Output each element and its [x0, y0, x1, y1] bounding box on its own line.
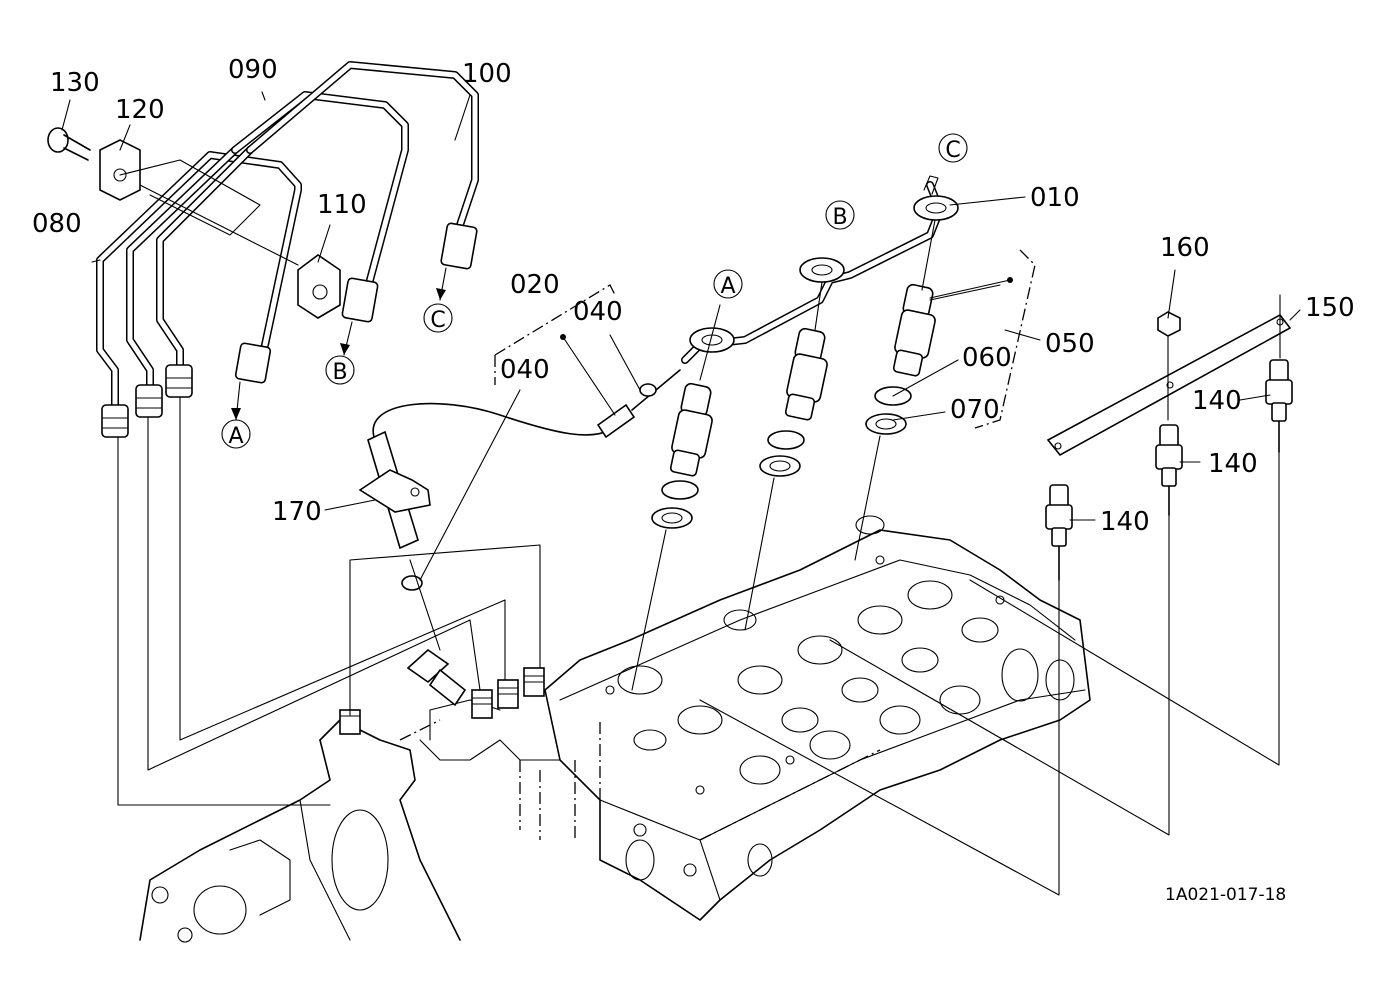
label-140-right: 140 — [1192, 386, 1242, 416]
leader-020 — [562, 336, 616, 416]
injection-pipe-080 — [96, 146, 302, 414]
nozzle-holder-b — [759, 327, 828, 477]
marker-a-top: A — [713, 269, 743, 299]
pipe-marker-arrows — [231, 267, 447, 421]
leader-hose-pump — [409, 559, 441, 651]
label-040-upper: 040 — [573, 297, 623, 327]
label-070: 070 — [950, 395, 1000, 425]
label-110: 110 — [317, 190, 367, 220]
return-hose — [372, 369, 681, 591]
clamp-bracket-outline — [119, 159, 261, 236]
label-010: 010 — [1030, 183, 1080, 213]
marker-c-pipe: C — [423, 303, 453, 333]
pipe-clamp-110 — [297, 254, 341, 319]
pipe-leader-lines — [117, 396, 541, 806]
nozzle-holder-c — [865, 283, 936, 435]
marker-b-pipe-text: B — [332, 360, 347, 385]
label-020: 020 — [510, 270, 560, 300]
label-050: 050 — [1045, 329, 1095, 359]
label-170: 170 — [272, 497, 322, 527]
label-140-left: 140 — [1100, 507, 1150, 537]
nozzle-holder-a — [651, 382, 713, 529]
bracket-050 — [974, 249, 1036, 429]
marker-c-pipe-text: C — [430, 308, 445, 333]
clamp-bolt-130 — [47, 127, 91, 161]
marker-c-top-text: C — [945, 138, 960, 163]
glow-plug-nut-160 — [1157, 311, 1181, 337]
label-leader-lines — [61, 91, 1301, 581]
pipe-nuts — [101, 222, 478, 438]
glow-plugs-140 — [1045, 359, 1293, 581]
label-130: 130 — [50, 68, 100, 98]
injection-pipe-100 — [246, 61, 479, 229]
pipe-clamp-120 — [99, 139, 141, 201]
injection-pipe-090 — [231, 91, 409, 284]
nozzle-leader-lines — [631, 219, 936, 691]
cylinder-head — [544, 515, 1091, 921]
label-150: 150 — [1305, 293, 1355, 323]
label-040-lower: 040 — [500, 355, 550, 385]
drawing-code: 1A021-017-18 — [1165, 885, 1286, 905]
label-060: 060 — [962, 343, 1012, 373]
label-080: 080 — [32, 209, 82, 239]
label-120: 120 — [115, 95, 165, 125]
marker-a-pipe: A — [221, 419, 251, 449]
label-160: 160 — [1160, 233, 1210, 263]
injection-pump-housing — [139, 648, 561, 943]
bracket-170 — [358, 430, 431, 550]
marker-a-pipe-text: A — [228, 424, 243, 449]
leader-050-dot — [929, 279, 1011, 299]
clamp-assembly-line — [139, 184, 299, 266]
label-090: 090 — [228, 55, 278, 85]
marker-b-top-text: B — [832, 205, 847, 230]
glow-plug-leader-lines — [699, 294, 1281, 896]
marker-b-top: B — [825, 200, 855, 230]
marker-a-top-text: A — [720, 274, 735, 299]
overflow-pipe-010 — [681, 175, 959, 364]
label-100: 100 — [462, 59, 512, 89]
bracket-020 — [494, 284, 616, 385]
marker-b-pipe: B — [325, 355, 355, 385]
marker-c-top: C — [938, 133, 968, 163]
label-140-middle: 140 — [1208, 449, 1258, 479]
